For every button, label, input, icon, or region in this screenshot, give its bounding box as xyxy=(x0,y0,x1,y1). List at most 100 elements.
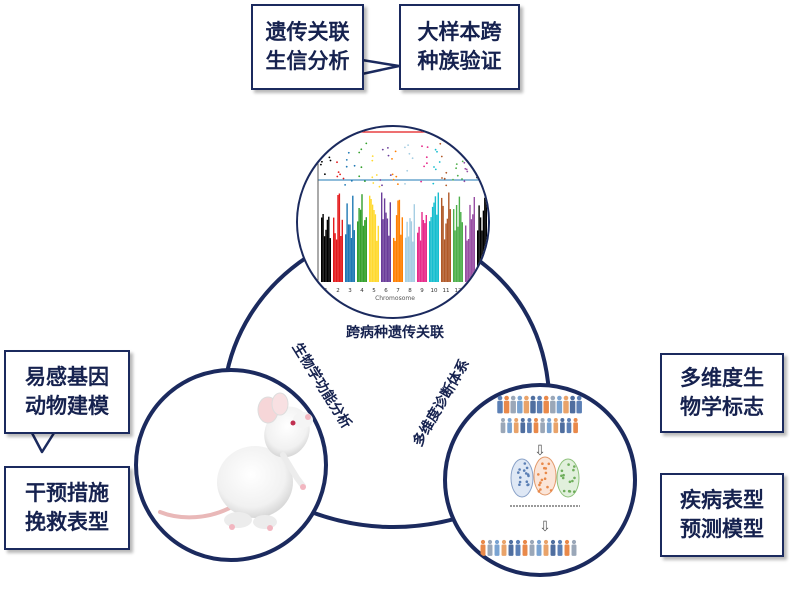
manhattan-bar xyxy=(409,218,411,282)
manhattan-bar xyxy=(338,193,341,282)
manhattan-bar xyxy=(374,214,377,282)
box-line-2: 挽救表型 xyxy=(25,510,109,534)
person-icon xyxy=(571,539,577,556)
manhattan-point xyxy=(404,146,406,149)
person-icon xyxy=(563,395,569,414)
manhattan-point xyxy=(394,150,397,153)
manhattan-bar xyxy=(418,226,420,282)
cluster-dot xyxy=(562,489,566,493)
manhattan-bar xyxy=(345,234,347,282)
manhattan-point xyxy=(438,161,441,163)
cluster-dot xyxy=(549,489,553,492)
manhattan-bar xyxy=(397,200,399,282)
cluster-dot xyxy=(560,469,564,473)
manhattan-point xyxy=(445,171,448,174)
manhattan-bar xyxy=(371,204,374,282)
cluster-dot xyxy=(525,480,529,484)
manhattan-point xyxy=(365,142,368,145)
population-clustering-circle: ⇩ ⇩ xyxy=(443,383,637,577)
manhattan-bar xyxy=(469,204,471,282)
manhattan-bar xyxy=(393,237,395,282)
manhattan-point xyxy=(328,156,331,159)
person-icon xyxy=(523,395,530,414)
cluster-dot xyxy=(518,480,522,484)
manhattan-bar xyxy=(406,221,408,282)
manhattan-bar xyxy=(326,219,329,282)
manhattan-point xyxy=(347,151,350,154)
chromosome-tick-label: 2 xyxy=(336,288,340,294)
manhattan-bar xyxy=(455,205,458,282)
cluster-dot xyxy=(539,481,542,485)
manhattan-point xyxy=(392,178,395,181)
chromosome-tick-label: 7 xyxy=(396,288,400,294)
box-line-2: 种族验证 xyxy=(417,49,502,73)
chromosome-tick-label: 10 xyxy=(431,288,438,294)
manhattan-point xyxy=(372,182,375,184)
left-callout-pointer xyxy=(30,432,56,454)
manhattan-point xyxy=(350,180,353,182)
box-line-1: 干预措施 xyxy=(25,481,109,505)
person-icon xyxy=(520,418,526,434)
manhattan-bar xyxy=(325,229,327,282)
manhattan-bar xyxy=(443,239,446,282)
cluster-ellipses xyxy=(510,456,580,498)
cluster-dot xyxy=(517,471,520,474)
manhattan-bar xyxy=(460,212,462,282)
cluster-dot xyxy=(568,490,572,493)
manhattan-point xyxy=(360,148,363,151)
manhattan-point xyxy=(423,165,425,168)
box-cross-ethnic-validation: 大样本跨 种族验证 xyxy=(399,4,520,90)
manhattan-point xyxy=(378,185,381,188)
manhattan-point xyxy=(353,164,356,167)
manhattan-bar xyxy=(478,205,480,282)
manhattan-bar xyxy=(350,238,353,282)
manhattan-bars xyxy=(320,141,487,282)
manhattan-point xyxy=(336,161,338,164)
manhattan-bar xyxy=(434,196,437,282)
manhattan-bar xyxy=(413,204,415,282)
manhattan-bar xyxy=(369,195,371,282)
manhattan-point xyxy=(387,154,390,157)
manhattan-bar xyxy=(364,220,366,282)
manhattan-bar xyxy=(453,209,455,282)
manhattan-point xyxy=(345,159,348,161)
manhattan-point xyxy=(426,146,429,149)
white-mouse-icon xyxy=(158,392,313,531)
manhattan-point xyxy=(463,161,466,164)
manhattan-bar xyxy=(365,217,367,282)
manhattan-bar xyxy=(322,214,324,282)
manhattan-bar xyxy=(412,241,414,282)
person-icon xyxy=(569,395,576,414)
person-icon xyxy=(529,539,535,556)
manhattan-point xyxy=(391,158,393,160)
manhattan-bar xyxy=(358,208,360,282)
person-icon xyxy=(508,539,514,556)
manhattan-bar xyxy=(410,221,413,282)
manhattan-point xyxy=(463,180,466,183)
manhattan-bar xyxy=(458,196,461,282)
box-line-1: 易感基因 xyxy=(25,365,109,389)
person-icon xyxy=(564,539,570,556)
population-people-row-bottom xyxy=(480,539,577,556)
manhattan-point xyxy=(379,179,382,181)
manhattan-bar xyxy=(376,240,378,282)
person-icon xyxy=(536,539,542,556)
box-line-2: 物学标志 xyxy=(680,395,764,419)
manhattan-bar xyxy=(340,236,342,282)
box-disease-phenotype-prediction-model: 疾病表型 预测模型 xyxy=(660,473,784,557)
manhattan-point xyxy=(358,175,361,178)
manhattan-bar xyxy=(448,192,450,282)
manhattan-bar xyxy=(333,217,335,282)
manhattan-bar xyxy=(337,195,339,282)
manhattan-point xyxy=(436,150,438,153)
manhattan-point xyxy=(461,178,463,180)
manhattan-bar xyxy=(407,236,410,282)
manhattan-bar xyxy=(400,234,402,282)
manhattan-bar xyxy=(466,240,468,282)
manhattan-point xyxy=(434,148,437,151)
box-line-2: 动物建模 xyxy=(25,394,109,418)
manhattan-point xyxy=(381,184,383,187)
manhattan-point xyxy=(445,184,448,187)
manhattan-point xyxy=(406,169,409,172)
manhattan-point xyxy=(345,165,348,168)
